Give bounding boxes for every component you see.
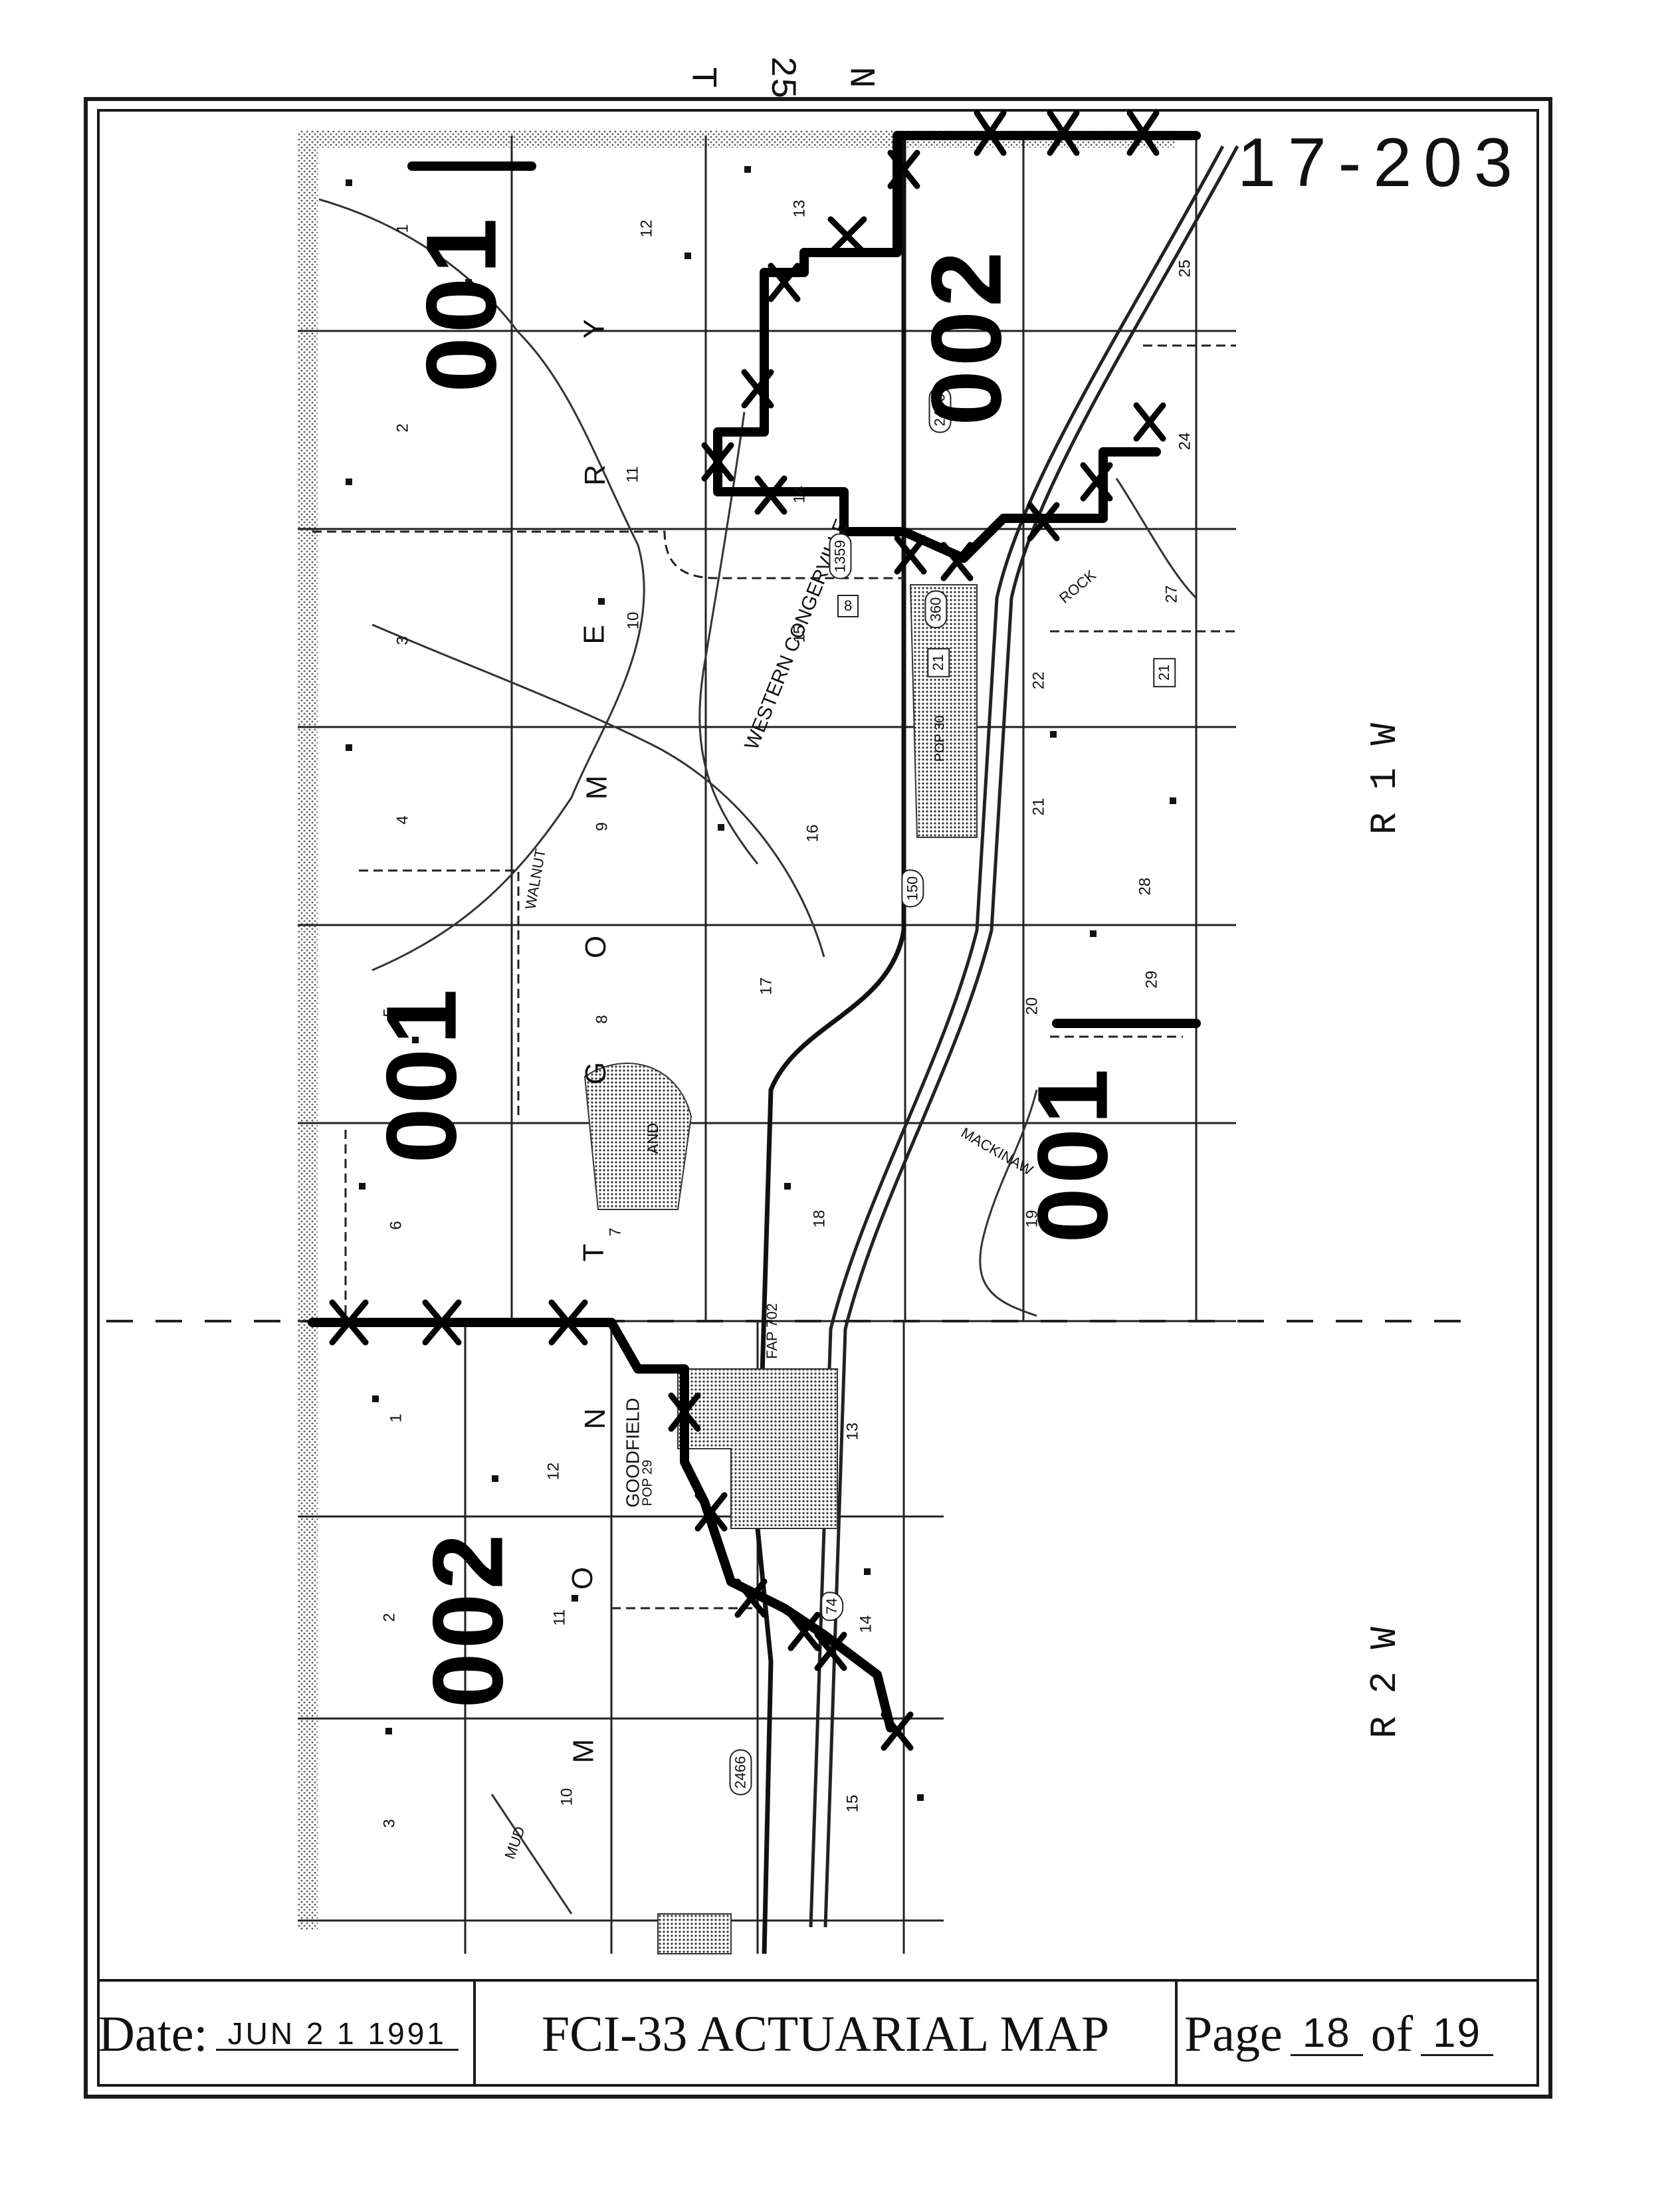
page-of: of xyxy=(1370,2006,1414,2062)
handwritten-codes: 001 002 001 001 002 xyxy=(365,214,1128,1709)
us-route-150 xyxy=(755,136,906,1954)
range-label-lower: R 2 W xyxy=(1364,1626,1407,1739)
route-shield: 8 xyxy=(837,595,859,617)
inner-frame xyxy=(97,109,1539,2087)
footer-title-cell: FCI-33 ACTUARIAL MAP xyxy=(476,1982,1178,2087)
date-value: JUN 2 1 1991 xyxy=(215,2018,459,2051)
tract-number: 17-203 xyxy=(1237,124,1524,201)
route-shields: 2466 1359 8 360 21 150 74 2466 21 xyxy=(729,387,1176,1796)
secondary-roads xyxy=(312,136,1236,1921)
rating-code: 001 xyxy=(405,214,517,393)
range-label-upper: R 1 W xyxy=(1364,722,1407,835)
town-bottom xyxy=(657,1913,732,1954)
footer: Date: JUN 2 1 1991 FCI-33 ACTUARIAL MAP … xyxy=(97,1979,1539,2087)
map-title: FCI-33 ACTUARIAL MAP xyxy=(541,2006,1110,2062)
page-label: Page xyxy=(1184,2006,1283,2062)
date-label: Date: xyxy=(98,2006,208,2062)
footer-page-cell: Page 18 of 19 xyxy=(1178,1982,1536,2087)
town-western-congerville xyxy=(909,584,978,838)
building-marks xyxy=(346,166,1176,1801)
rating-code: 001 xyxy=(365,985,477,1164)
page-total: 19 xyxy=(1421,2012,1493,2056)
rating-code: 002 xyxy=(910,247,1022,426)
page-number: 18 xyxy=(1290,2012,1363,2056)
x-marks xyxy=(329,110,1166,1751)
footer-date-cell: Date: JUN 2 1 1991 xyxy=(97,1982,476,2087)
county-strip xyxy=(298,136,318,1930)
town-goodfield xyxy=(677,1368,838,1529)
rating-code: 002 xyxy=(411,1530,524,1709)
rating-code: 001 xyxy=(1016,1065,1128,1243)
town-area-and xyxy=(583,1063,692,1210)
outer-frame xyxy=(84,97,1552,2099)
interstate-highway xyxy=(809,145,1239,1928)
